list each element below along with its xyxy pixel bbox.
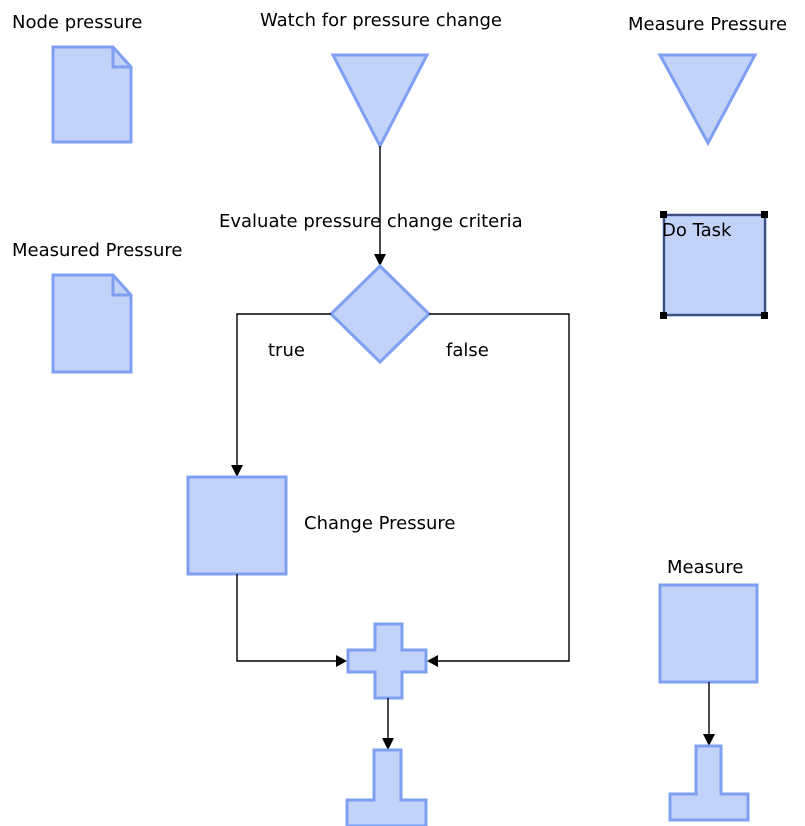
arrowhead-end-left	[382, 738, 394, 750]
node-pressure-folded-corner	[111, 47, 131, 69]
watch-pressure-start-event[interactable]	[330, 53, 430, 150]
end-event-right[interactable]	[668, 744, 750, 822]
change-pressure-label: Change Pressure	[304, 513, 456, 534]
resize-handle-bottom-right[interactable]	[761, 312, 768, 319]
resize-handle-top-left[interactable]	[660, 211, 667, 218]
merge-gateway-plus[interactable]	[346, 622, 428, 700]
evaluate-decision-gateway[interactable]	[328, 263, 432, 365]
connector-true-branch[interactable]	[236, 313, 331, 465]
arrowhead-end-right	[703, 734, 715, 746]
end-event-left[interactable]	[345, 748, 428, 826]
connector-change-to-merge[interactable]	[236, 574, 336, 662]
measure-pressure-start-event[interactable]	[657, 53, 758, 147]
node-pressure-document-icon[interactable]	[51, 45, 133, 144]
watch-pressure-label: Watch for pressure change	[260, 10, 502, 31]
node-pressure-label: Node pressure	[12, 12, 142, 33]
measure-task-box[interactable]	[658, 583, 759, 684]
do-task-selection-outline	[663, 214, 766, 316]
measured-pressure-label: Measured Pressure	[12, 240, 183, 261]
true-branch-label: true	[268, 340, 305, 361]
measure-label: Measure	[667, 557, 744, 578]
do-task-label: Do Task	[662, 220, 732, 241]
connector-false-branch[interactable]	[429, 313, 570, 662]
measured-pressure-folded-corner	[111, 275, 131, 297]
resize-handle-top-right[interactable]	[761, 211, 768, 218]
resize-handle-bottom-left[interactable]	[660, 312, 667, 319]
false-branch-label: false	[446, 340, 489, 361]
measure-pressure-label: Measure Pressure	[628, 14, 787, 35]
do-task-box[interactable]	[662, 213, 767, 317]
arrowhead-decision	[374, 254, 386, 266]
evaluate-criteria-label: Evaluate pressure change criteria	[219, 211, 523, 232]
arrowhead-change-pressure	[231, 465, 243, 477]
arrowhead-merge-left	[336, 655, 347, 667]
change-pressure-task-box[interactable]	[186, 475, 288, 576]
arrowhead-merge-right	[427, 655, 438, 667]
measured-pressure-document-icon[interactable]	[51, 273, 133, 374]
